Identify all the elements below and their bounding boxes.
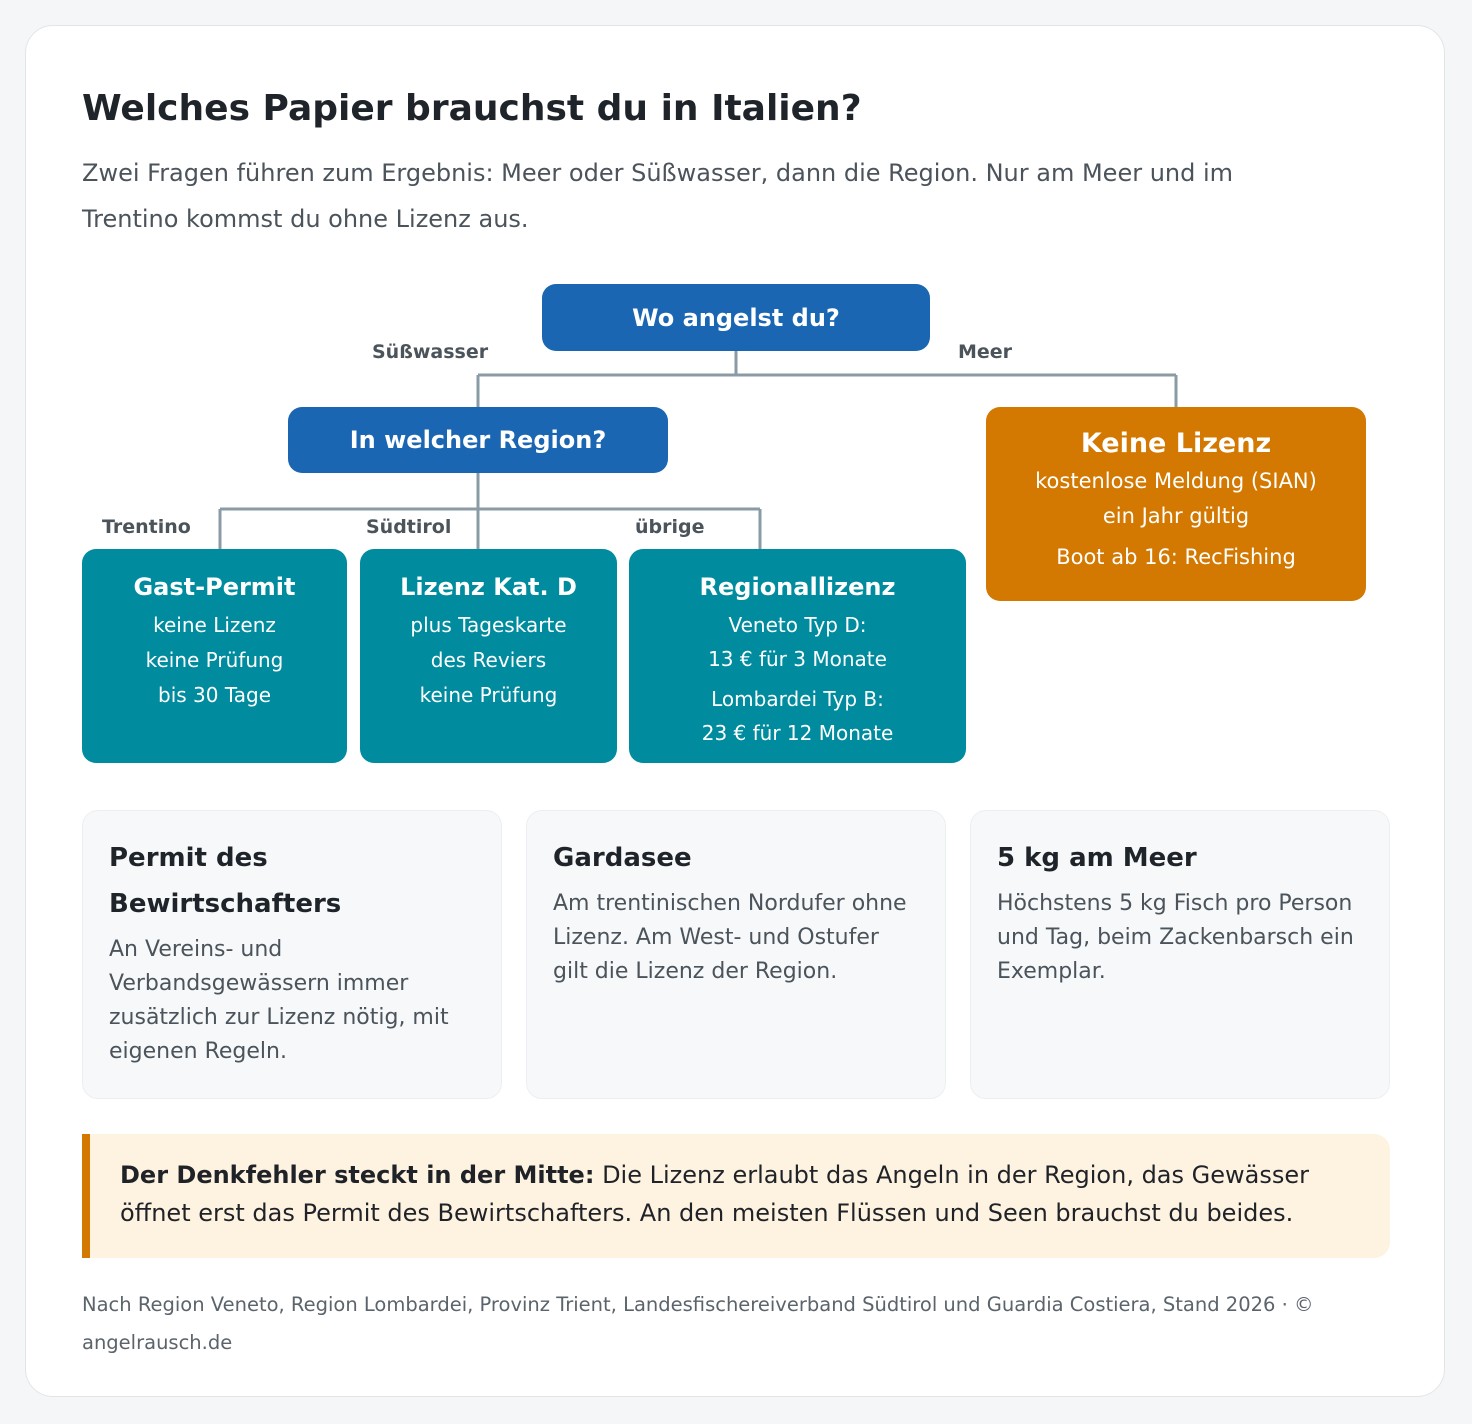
- source-footer: Nach Region Veneto, Region Lombardei, Pr…: [82, 1293, 1314, 1354]
- info-card-body: An Vereins- und Verbandsgewässern immer …: [109, 937, 449, 1064]
- page-subtitle: Zwei Fragen führen zum Ergebnis: Meer od…: [82, 159, 1234, 233]
- branch-label-sea: Meer: [958, 341, 1013, 363]
- result-title: Regionallizenz: [699, 573, 896, 601]
- decision-tree-connectors: [218, 350, 1178, 550]
- result-line: bis 30 Tage: [158, 683, 271, 707]
- result-lizenz-kat-d: Lizenz Kat. D plus Tageskarte des Revier…: [360, 549, 617, 763]
- question-which-region: In welcher Region?: [288, 407, 668, 473]
- result-line: Lombardei Typ B:: [711, 687, 884, 711]
- info-card-body: Höchstens 5 kg Fisch pro Person und Tag,…: [997, 891, 1354, 984]
- result-title: Gast-Permit: [133, 573, 296, 601]
- callout-text: Die Lizenz erlaubt das Angeln in der Reg…: [120, 1161, 1309, 1227]
- branch-label-suedtirol: Südtirol: [366, 516, 452, 538]
- result-line: Boot ab 16: RecFishing: [1056, 545, 1296, 569]
- info-card-gardasee: Gardasee Am trentinischen Nordufer ohne …: [526, 810, 946, 1099]
- info-card-title: 5 kg am Meer: [997, 843, 1197, 873]
- result-line: keine Lizenz: [153, 613, 276, 637]
- result-line: keine Prüfung: [419, 683, 558, 707]
- info-card-title: Permit des Bewirtschafters: [109, 843, 342, 919]
- result-line: keine Prüfung: [145, 648, 284, 672]
- info-card-permit: Permit des Bewirtschafters An Vereins- u…: [82, 810, 502, 1099]
- result-line: kostenlose Meldung (SIAN): [1035, 469, 1317, 493]
- branch-label-uebrige: übrige: [635, 516, 705, 538]
- info-card-sea-limit: 5 kg am Meer Höchstens 5 kg Fisch pro Pe…: [970, 810, 1390, 1099]
- result-line: plus Tageskarte: [410, 613, 567, 637]
- result-title: Lizenz Kat. D: [400, 573, 577, 601]
- page-title: Welches Papier brauchst du in Italien?: [82, 88, 862, 129]
- callout-note: Der Denkfehler steckt in der Mitte: Die …: [82, 1134, 1390, 1258]
- result-line: des Reviers: [430, 648, 547, 672]
- info-card-title: Gardasee: [553, 843, 692, 873]
- question-where-fishing: Wo angelst du?: [542, 284, 930, 351]
- callout-lead: Der Denkfehler steckt in der Mitte:: [120, 1161, 595, 1189]
- result-line: 23 € für 12 Monate: [701, 721, 894, 745]
- result-line: Veneto Typ D:: [728, 613, 867, 637]
- branch-label-trentino: Trentino: [102, 516, 191, 538]
- result-line: ein Jahr gültig: [1102, 504, 1250, 528]
- result-regionallizenz: Regionallizenz Veneto Typ D: 13 € für 3 …: [629, 549, 966, 763]
- result-no-license: Keine Lizenz kostenlose Meldung (SIAN) e…: [986, 407, 1366, 601]
- result-title: Keine Lizenz: [1080, 428, 1272, 459]
- result-gast-permit: Gast-Permit keine Lizenz keine Prüfung b…: [82, 549, 347, 763]
- info-card-body: Am trentinischen Nordufer ohne Lizenz. A…: [553, 891, 907, 984]
- result-line: 13 € für 3 Monate: [708, 647, 887, 671]
- branch-label-freshwater: Süßwasser: [372, 341, 489, 363]
